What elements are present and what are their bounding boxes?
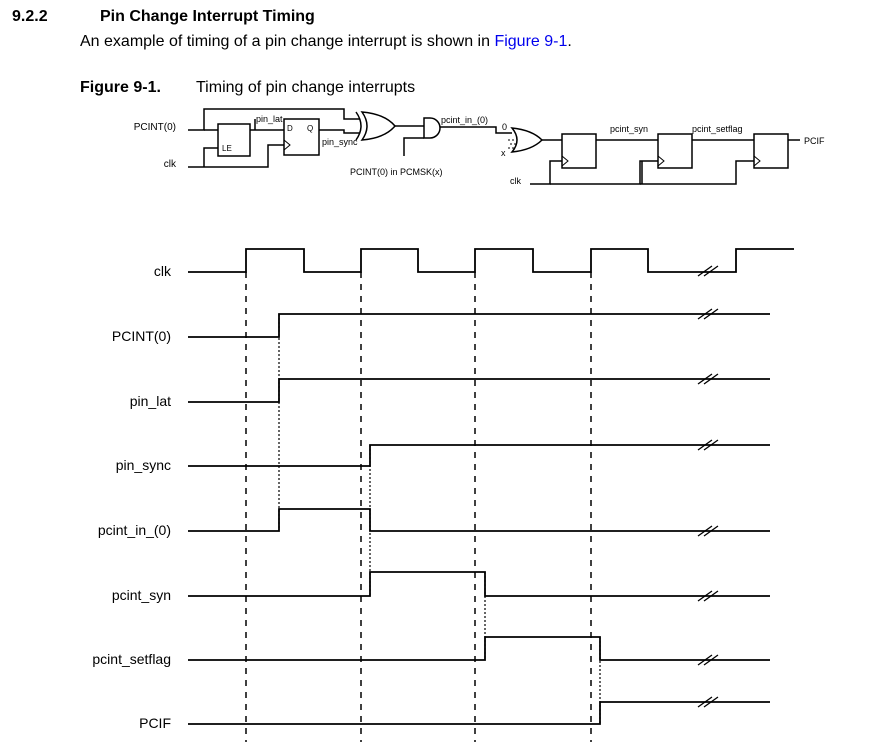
wire-clk2-ff4 [640,160,754,185]
figure-label: Figure 9-1. [80,79,161,96]
waveform-pcint-setflag [188,636,770,661]
figure-title: Timing of pin change interrupts [196,79,416,96]
wire-clk-latch [203,147,218,167]
break-mark-pcint-in [697,525,719,537]
signal-label-pin-lat: pin_lat [130,393,171,409]
latch-box [217,123,251,157]
waveform-pcint-syn [188,571,770,597]
intro-end: . [567,33,572,50]
propagation-markers [278,314,601,723]
signal-label-pcint-setflag: pcint_setflag [92,651,171,667]
break-mark-pcif [697,696,719,708]
wire-pin-sync [319,129,360,134]
break-mark-pcint-setflag [697,654,719,666]
schem-label-pin-sync: pin_sync [322,137,358,147]
schem-label-mux0: 0 [502,122,507,132]
signal-label-clk: clk [154,263,172,279]
intro-text: An example of timing of a pin change int… [80,33,495,50]
flipflop-pcint-syn [561,133,597,169]
flipflop-pcif [753,133,789,169]
wire-clk2-ff3 [550,160,658,185]
waveform-pcint-in [188,508,770,532]
sync-flipflop [283,118,320,156]
wire-pcint-top [188,108,360,131]
waveform-pcint0 [188,313,770,338]
break-mark-pcint-syn [697,590,719,602]
section-title: Pin Change Interrupt Timing [100,8,315,25]
break-marks [697,265,719,708]
wire-clk2-ff2 [530,160,562,185]
signal-label-pcint-in: pcint_in_(0) [98,522,171,538]
ff-q-label: Q [307,124,313,133]
schem-label-pcmsk: PCINT(0) in PCMSK(x) [350,167,443,177]
ff1-clock-mark [283,139,291,151]
ff-clock-marks [561,155,761,167]
signal-labels: clk PCINT(0) pin_lat pin_sync pcint_in_(… [92,263,172,731]
schem-label-pcint0: PCINT(0) [134,122,176,133]
schem-label-pin-lat: pin_lat [256,114,283,124]
schem-label-pcint-in: pcint_in_(0) [441,115,488,125]
mux-dots [508,139,516,149]
wire-pcint-in [440,126,512,134]
clock-edge-guides [245,272,592,742]
schem-label-pcint-setflag: pcint_setflag [692,124,743,134]
waveforms [188,248,794,725]
break-mark-pin-lat [697,373,719,385]
schem-label-pcif: PCIF [804,136,825,146]
latch-le-label: LE [222,144,232,153]
break-mark-pin-sync [697,439,719,451]
waveform-pin-sync [188,444,770,467]
schematic: PCINT(0) clk LE D Q pin_lat pin_sync pci… [134,108,825,186]
wire-pcmsk [403,137,424,156]
schem-label-pcint-syn: pcint_syn [610,124,648,134]
break-mark-pcint0 [697,308,719,320]
waveform-pin-lat [188,378,770,403]
break-mark-clk [697,265,719,277]
wire-clk-ff [188,144,284,168]
xor-gate-input-curve [355,111,362,141]
waveform-clk [188,248,794,273]
signal-label-pcint0: PCINT(0) [112,328,171,344]
signal-label-pcint-syn: pcint_syn [112,587,171,603]
intro-paragraph: An example of timing of a pin change int… [80,33,572,51]
signal-label-pcif: PCIF [139,715,171,731]
schem-label-clk: clk [164,159,177,170]
figure-link[interactable]: Figure 9-1 [494,33,568,50]
and-gate [423,117,441,139]
waveform-pcif [188,701,770,725]
or-gate [510,127,544,153]
schem-label-clk2: clk [510,176,521,186]
signal-label-pin-sync: pin_sync [116,457,171,473]
ff-d-label: D [287,124,293,133]
section-number: 9.2.2 [12,8,48,25]
schem-label-muxx: x [501,148,506,158]
flipflop-pcint-setflag [657,133,693,169]
xor-gate [360,111,396,141]
